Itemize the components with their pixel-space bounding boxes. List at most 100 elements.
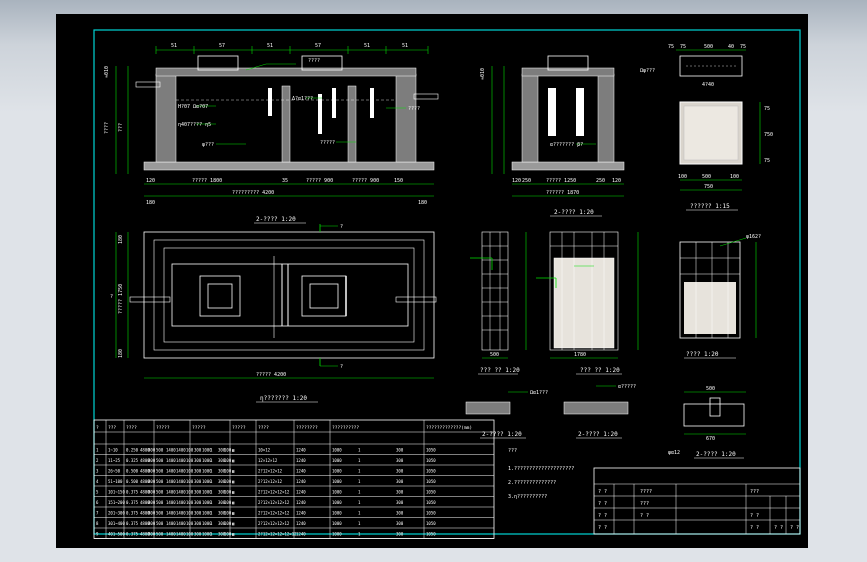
schedule-cell: 2?12×12×12 (258, 479, 283, 484)
d2-title: ??? ?? 1:20 (580, 367, 620, 374)
left-dim-2: ???? (104, 122, 110, 134)
plan-left-2: ????? 1750 (118, 284, 124, 314)
schedule-cell: 1000 (332, 490, 342, 495)
plan-left-marker: ? (110, 294, 113, 300)
plan-left-3: 180 (118, 349, 124, 358)
schedule-cell: 2?12×12×12×12 (258, 500, 290, 505)
tb-5: ? ? (598, 513, 607, 519)
schedule-cell: 1240 (296, 448, 306, 453)
schedule-cell: 0.375 (126, 490, 139, 495)
plan-section-tag: 2-???? 1:20 (256, 216, 296, 223)
cover-dim-3: 500 (704, 44, 713, 50)
schedule-cell: 1050 (426, 521, 436, 526)
schedule-cell: 4800 (140, 500, 150, 505)
schedule-cell: 1 (210, 479, 213, 484)
schedule-cell: ▦ (232, 490, 235, 495)
notes-title: ??? (508, 448, 517, 454)
schedule-cell: 100 (186, 490, 194, 495)
schedule-cell: 1 (358, 521, 361, 526)
schedule-table: ????????????????????????????????????????… (93, 419, 495, 539)
plan-view: ? ? 2-???? 1:20 180 ????? 1750 180 ? ???… (110, 216, 437, 403)
schedule-cell: 1~10 (108, 448, 118, 453)
s2-top-dim: ≈010 (480, 68, 486, 80)
schedule-cell: 1000 (202, 511, 212, 516)
schedule-cell: ▦ (232, 511, 235, 516)
schedule-cell: 1400 (166, 521, 176, 526)
drawing-sheet[interactable]: 51 57 51 57 51 51 ≈010 ???? ??? (56, 14, 808, 548)
schedule-cell: 1400 (166, 479, 176, 484)
schedule-cell: 1 (358, 469, 361, 474)
schedule-cell: 300 (194, 500, 202, 505)
section-2: ≈010 α??????? β? 120 250 ????? 1250 250 … (480, 55, 625, 217)
schedule-cell: 100 (224, 500, 232, 505)
top-dim-1: 51 (171, 43, 177, 49)
schedule-cell: 100 (186, 458, 194, 463)
schedule-cell: 1050 (426, 448, 436, 453)
label-1: ???? (308, 58, 320, 64)
schedule-cell: 2?12×12×12×12 (258, 511, 290, 516)
schedule-header: ? (96, 425, 99, 431)
cover-label-left: Ωφ??? (640, 68, 655, 74)
schedule-cell: 300 (396, 479, 404, 484)
schedule-cell: 800 (148, 448, 156, 453)
schedule-cell: 300 (194, 448, 202, 453)
schedule-cell: 300 (194, 458, 202, 463)
schedule-header: ??? (108, 425, 116, 431)
schedule-cell: 1400 (166, 500, 176, 505)
plan-left-1: 180 (118, 235, 124, 244)
cover-dim-4: 40 (728, 44, 734, 50)
schedule-cell: 401~500 (108, 532, 125, 537)
schedule-cell: 301~400 (108, 521, 125, 526)
schedule-cell: 1240 (296, 500, 306, 505)
schedule-cell: 500 (156, 448, 164, 453)
schedule-cell: 300 (194, 511, 202, 516)
schedule-cell: 800 (148, 532, 156, 537)
schedule-cell: 1400 (176, 500, 186, 505)
schedule-cell: 1400 (176, 469, 186, 474)
s2-overall: ?????? 1870 (546, 190, 579, 196)
schedule-header: ?????????????(mm) (426, 425, 472, 431)
schedule-cell: 6 (96, 500, 99, 505)
label-7: ????? (320, 140, 335, 146)
schedule-cell: 1 (210, 500, 213, 505)
schedule-cell: 1 (358, 500, 361, 505)
schedule-cell: 1240 (296, 490, 306, 495)
schedule-cell: 1400 (166, 532, 176, 537)
s2-title: 2-???? 1:20 (554, 209, 594, 216)
schedule-cell: 1 (210, 448, 213, 453)
cad-drawing: 51 57 51 57 51 51 ≈010 ???? ??? (93, 29, 801, 539)
schedule-cell: 100 (186, 521, 194, 526)
schedule-cell: 1 (210, 469, 213, 474)
schedule-cell: 1400 (176, 521, 186, 526)
d5-label: α????? (618, 384, 636, 390)
schedule-cell: 1000 (202, 500, 212, 505)
schedule-cell: 1000 (332, 511, 342, 516)
schedule-cell: 300 (194, 490, 202, 495)
schedule-cell: 300 (396, 469, 404, 474)
section-1: 51 57 51 57 51 51 ≈010 ???? ??? (104, 43, 439, 206)
schedule-cell: 300 (218, 521, 226, 526)
d6-title: 2-???? 1:20 (696, 451, 736, 458)
schedule-cell: 100 (224, 490, 232, 495)
schedule-cell: 100 (224, 479, 232, 484)
schedule-cell: 4800 (140, 521, 150, 526)
cover-title: ?????? 1:15 (690, 203, 730, 210)
schedule-cell: 1 (210, 511, 213, 516)
schedule-header: ???? (258, 425, 269, 431)
schedule-cell: 1000 (202, 469, 212, 474)
schedule-cell: 1000 (202, 532, 212, 537)
label-6: ???? (408, 106, 420, 112)
schedule-cell: 300 (396, 500, 404, 505)
schedule-cell: 800 (148, 511, 156, 516)
d1-dim: 500 (490, 352, 499, 358)
plan-marker-bottom: ? (340, 364, 343, 370)
plan-title: η??????? 1:20 (260, 395, 307, 402)
schedule-cell: 500 (156, 490, 164, 495)
schedule-cell: 1 (358, 532, 361, 537)
schedule-cell: 4 (96, 479, 99, 484)
plan-overall: ????? 4200 (256, 372, 286, 378)
schedule-cell: 1400 (176, 511, 186, 516)
schedule-cell: 0.375 (126, 500, 139, 505)
schedule-cell: 100 (224, 469, 232, 474)
schedule-cell: 100 (224, 458, 232, 463)
